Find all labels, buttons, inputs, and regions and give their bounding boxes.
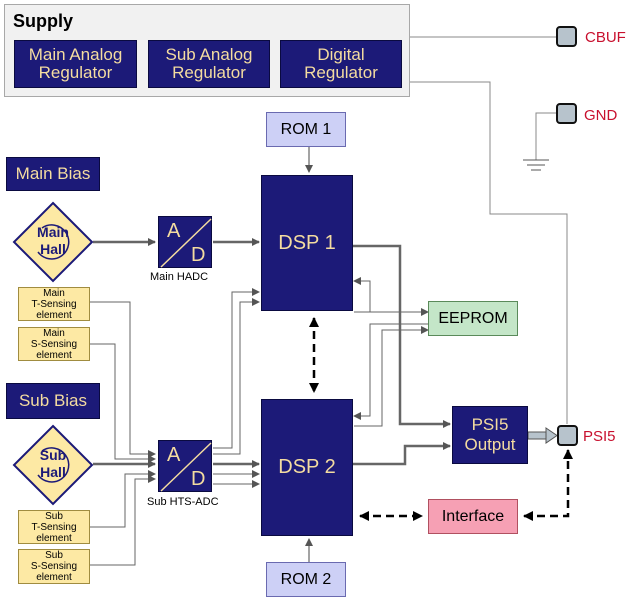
main-hadc-diagonal: [160, 218, 212, 268]
sub-hall-label: Sub Hall: [39, 447, 67, 480]
digital-regulator: Digital Regulator: [280, 40, 402, 88]
rom1-block: ROM 1: [266, 112, 346, 147]
sub-hts-adc-a: A: [167, 444, 181, 466]
gnd-pin: [556, 103, 577, 124]
main-hadc-block: A D: [158, 216, 212, 268]
main-s-sensing-element: Main S-Sensing element: [18, 327, 90, 361]
rom2-block: ROM 2: [266, 562, 346, 597]
sub-hts-adc-caption: Sub HTS-ADC: [147, 496, 219, 508]
main-analog-regulator: Main Analog Regulator: [14, 40, 137, 88]
sub-bias-block: Sub Bias: [6, 383, 100, 419]
sub-hts-adc-diagonal: [160, 442, 212, 492]
interface-block: Interface: [428, 499, 518, 534]
main-t-sensing-element: Main T-Sensing element: [18, 287, 90, 321]
sub-t-sensing-element: Sub T-Sensing element: [18, 510, 90, 544]
dsp1-block: DSP 1: [261, 175, 353, 311]
cbuf-label: CBUF: [585, 29, 626, 46]
main-bias-block: Main Bias: [6, 157, 100, 191]
supply-title: Supply: [13, 11, 74, 31]
cbuf-pin: [556, 26, 577, 47]
main-hadc-a: A: [167, 220, 181, 242]
sub-s-sensing-element: Sub S-Sensing element: [18, 549, 90, 584]
sub-hts-adc-block: A D: [158, 440, 212, 492]
psi5-output-block: PSI5 Output: [452, 406, 528, 464]
main-hadc-caption: Main HADC: [150, 271, 209, 283]
eeprom-block: EEPROM: [428, 301, 518, 336]
sub-hts-adc-d: D: [191, 468, 206, 490]
psi5-pin: [557, 425, 578, 446]
dsp2-block: DSP 2: [261, 399, 353, 536]
gnd-label: GND: [584, 107, 618, 124]
main-hadc-d: D: [191, 244, 206, 266]
main-hall-label: Main Hall: [37, 224, 69, 257]
psi5-label: PSI5: [583, 428, 616, 445]
sub-analog-regulator: Sub Analog Regulator: [148, 40, 270, 88]
